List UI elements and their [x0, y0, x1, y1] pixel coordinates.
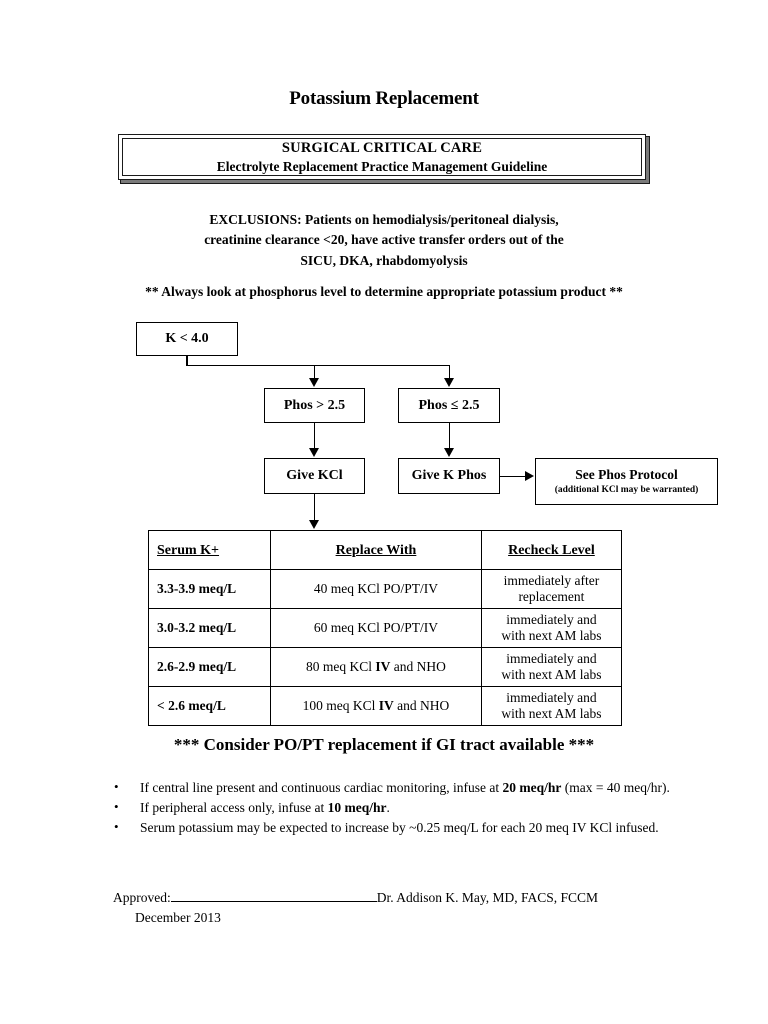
connector-phos-low-to-kphos [448, 423, 450, 449]
flow-box-phos-high[interactable]: Phos > 2.5 [264, 388, 365, 423]
connector-k-stub [186, 356, 188, 366]
flow-box-see-phos-protocol[interactable]: See Phos Protocol (additional KCl may be… [535, 458, 718, 505]
flow-box-give-k-phos-label: Give K Phos [411, 468, 487, 483]
cell-replace-with: 40 meq KCl PO/PT/IV [270, 569, 482, 609]
consider-po-pt-note: *** Consider PO/PT replacement if GI tra… [173, 735, 595, 754]
guideline-header-inner: SURGICAL CRITICAL CARE Electrolyte Repla… [122, 138, 642, 176]
cell-replace-with: 80 meq KCl IV and NHO [270, 647, 482, 687]
connector-k-bus [186, 364, 450, 366]
cell-serum-k: 2.6-2.9 meq/L [147, 647, 272, 687]
flow-box-k-level[interactable]: K < 4.0 [136, 322, 238, 356]
list-item: • If central line present and continuous … [110, 778, 670, 797]
flow-box-phos-low-label: Phos ≤ 2.5 [418, 397, 480, 413]
exclusions-block: EXCLUSIONS: Patients on hemodialysis/per… [0, 210, 768, 271]
approval-label: Approved: [113, 890, 171, 905]
column-header-serum-k-text: Serum K+ [157, 542, 220, 558]
flow-box-give-kcl-label: Give KCl [286, 468, 343, 483]
bullet-point-icon: • [114, 819, 119, 835]
arrowhead-to-phos-low [444, 378, 454, 387]
list-item-emphasis: 10 meq/hr [327, 800, 387, 816]
header-title-secondary: Electrolyte Replacement Practice Managem… [216, 158, 548, 174]
list-item-text: Serum potassium may be expected to incre… [140, 820, 659, 836]
page-title: Potassium Replacement [289, 88, 479, 109]
flow-box-give-kcl[interactable]: Give KCl [264, 458, 365, 494]
cell-replace-with: 100 meq KCl IV and NHO [270, 686, 482, 726]
flow-box-give-k-phos[interactable]: Give K Phos [398, 458, 500, 494]
cell-serum-k: < 2.6 meq/L [147, 686, 272, 726]
approval-block: Approved: Dr. Addison K. May, MD, FACS, F… [113, 888, 713, 927]
flow-box-phos-high-label: Phos > 2.5 [283, 397, 346, 413]
exclusions-line-2: creatinine clearance <20, have active tr… [204, 232, 564, 248]
approval-signature-row: Approved: Dr. Addison K. May, MD, FACS, F… [113, 888, 713, 908]
bullet-point-icon: • [114, 799, 119, 815]
column-header-serum-k: Serum K+ [147, 530, 272, 570]
arrowhead-to-protocol [525, 471, 534, 481]
table-header-row: Serum K+ Replace With Recheck Level [147, 530, 623, 570]
cell-serum-k: 3.0-3.2 meq/L [147, 608, 272, 648]
connector-kcl-to-table [313, 494, 315, 521]
flow-box-phos-low[interactable]: Phos ≤ 2.5 [398, 388, 500, 423]
arrowhead-to-phos-high [309, 378, 319, 387]
exclusions-line-1: EXCLUSIONS: Patients on hemodialysis/per… [209, 212, 559, 227]
cell-serum-k: 3.3-3.9 meq/L [147, 569, 272, 609]
potassium-dosing-table: Serum K+ Replace With Recheck Level 3.3-… [147, 530, 623, 726]
arrowhead-to-give-kcl [309, 448, 319, 457]
list-item-text: If peripheral access only, infuse at 10 … [140, 800, 390, 816]
cell-replace-emphasis: IV [378, 698, 394, 714]
column-header-recheck-level-text: Recheck Level [508, 542, 595, 558]
flow-box-k-level-label: K < 4.0 [165, 331, 209, 346]
cell-replace-emphasis: IV [375, 659, 391, 675]
signature-line[interactable] [170, 888, 377, 902]
connector-to-phos-low [448, 364, 450, 379]
protocol-box-subtitle: (additional KCl may be warranted) [554, 484, 699, 495]
column-header-recheck-level: Recheck Level [480, 530, 623, 570]
protocol-box-title: See Phos Protocol [575, 466, 678, 482]
approval-date: December 2013 [135, 909, 221, 925]
arrowhead-to-table [309, 520, 319, 529]
phosphorus-note: ** Always look at phosphorus level to de… [145, 284, 623, 299]
guideline-header-box: SURGICAL CRITICAL CARE Electrolyte Repla… [118, 134, 646, 180]
connector-kphos-to-protocol [500, 475, 526, 477]
infusion-guidance-list: • If central line present and continuous … [110, 778, 670, 838]
bullet-point-icon: • [114, 779, 119, 794]
connector-to-phos-high [313, 364, 315, 379]
list-item: • If peripheral access only, infuse at 10… [110, 798, 670, 817]
approval-signer: Dr. Addison K. May, MD, FACS, FCCM [376, 890, 599, 905]
table-header: Serum K+ Replace With Recheck Level [147, 530, 623, 570]
exclusions-line-3: SICU, DKA, rhabdomyolysis [300, 252, 468, 268]
arrowhead-to-give-kphos [444, 448, 454, 457]
list-item-text: If central line present and continuous c… [140, 780, 670, 795]
list-item: • Serum potassium may be expected to incr… [110, 818, 670, 837]
list-item-emphasis: 20 meq/hr [502, 780, 562, 795]
column-header-replace-with-text: Replace With [335, 542, 417, 558]
cell-replace-with: 60 meq KCl PO/PT/IV [270, 608, 482, 648]
connector-phos-high-to-kcl [313, 423, 315, 449]
column-header-replace-with: Replace With [270, 530, 482, 570]
header-title-primary: SURGICAL CRITICAL CARE [281, 140, 483, 157]
